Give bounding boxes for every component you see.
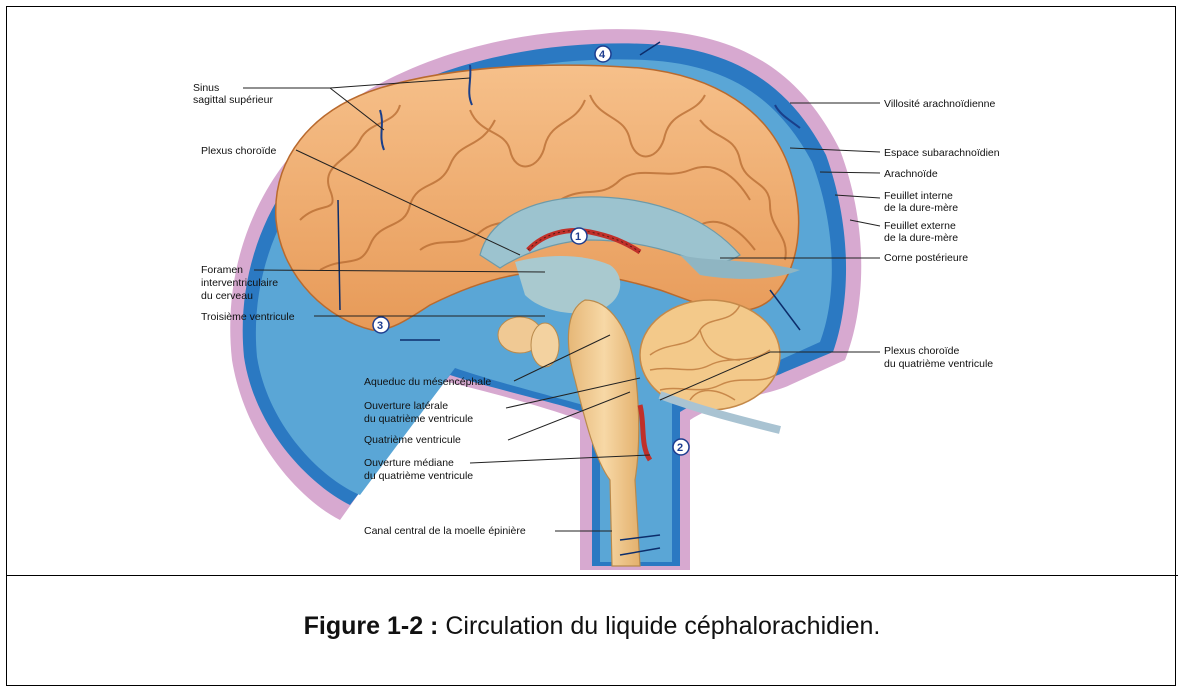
label-villosite: Villosité arachnoïdienne [884,98,995,110]
label-espace-sub: Espace subarachnoïdien [884,147,1000,159]
label-sinus-2: sagittal supérieur [193,94,273,106]
label-ouverture-laterale-2: du quatrième ventricule [364,413,473,425]
label-troisieme-ventricule: Troisième ventricule [201,311,295,323]
svg-text:1: 1 [575,231,581,243]
svg-text:4: 4 [599,49,606,61]
label-arachnoide: Arachnoïde [884,168,938,180]
label-plexus-4-1: Plexus choroïde [884,345,959,357]
figure-caption: Figure 1-2 : Circulation du liquide céph… [0,612,1184,641]
label-foramen-3: du cerveau [201,290,253,302]
label-sinus-1: Sinus [193,82,219,94]
label-quatrieme-ventricule: Quatrième ventricule [364,434,461,446]
caption-divider [6,575,1178,576]
label-foramen-1: Foramen [201,264,243,276]
marker-4: 4 [595,46,611,62]
label-feuillet-interne-2: de la dure-mère [884,202,958,214]
label-canal-central: Canal central de la moelle épinière [364,525,526,537]
label-feuillet-interne-1: Feuillet interne [884,190,953,202]
label-aqueduc: Aqueduc du mésencéphale [364,376,491,388]
label-ouverture-mediane-1: Ouverture médiane [364,457,454,469]
label-feuillet-externe-1: Feuillet externe [884,220,956,232]
label-ouverture-laterale-1: Ouverture latérale [364,400,448,412]
caption-label: Figure 1-2 : [304,612,439,640]
label-feuillet-externe-2: de la dure-mère [884,232,958,244]
label-ouverture-mediane-2: du quatrième ventricule [364,470,473,482]
marker-2: 2 [673,439,689,455]
svg-text:2: 2 [677,442,683,454]
caption-text: Circulation du liquide céphalorachidien. [438,612,880,640]
label-corne-posterieure: Corne postérieure [884,252,968,264]
label-plexus-4-2: du quatrième ventricule [884,358,993,370]
brain-csf-diagram: 1 2 3 4 Sinus sagittal supérieur Plexus … [0,0,1184,577]
label-foramen-2: interventriculaire [201,277,278,289]
label-plexus-choroide: Plexus choroïde [201,145,276,157]
marker-1: 1 [571,228,587,244]
marker-3: 3 [373,317,389,333]
svg-text:3: 3 [377,320,383,332]
